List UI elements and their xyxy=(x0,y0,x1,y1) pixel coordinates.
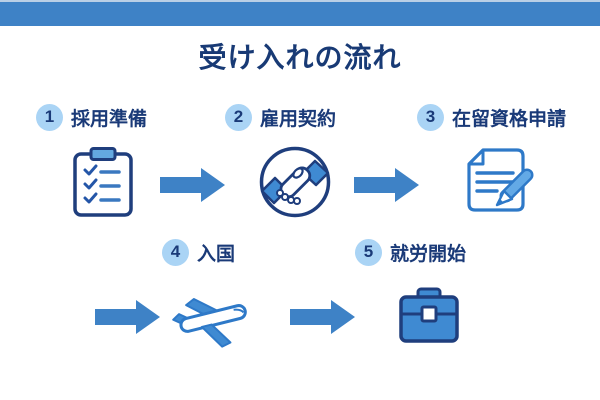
step-2-label: 雇用契約 xyxy=(260,108,337,130)
flow-arrow-icon xyxy=(290,298,356,336)
step-4-label: 入国 xyxy=(197,243,236,265)
step-2-header: 2 雇用契約 xyxy=(225,103,336,131)
step-3-label: 在留資格申請 xyxy=(452,108,567,130)
step-4-header: 4 入国 xyxy=(162,238,235,266)
step-4-number-badge: 4 xyxy=(162,238,189,266)
bottom-accent-bar xyxy=(0,0,600,26)
clipboard-checklist-icon xyxy=(72,146,134,218)
step-5-label: 就労開始 xyxy=(390,243,467,265)
flow-arrow-icon xyxy=(160,166,226,204)
flow-arrow-icon xyxy=(354,166,420,204)
step-5-number-badge: 5 xyxy=(355,238,382,266)
step-5-header: 5 就労開始 xyxy=(355,238,466,266)
step-3-number-badge: 3 xyxy=(417,103,444,131)
step-1-number-badge: 1 xyxy=(36,103,63,131)
step-1-header: 1 採用準備 xyxy=(36,103,147,131)
handshake-icon xyxy=(254,144,336,220)
step-3-header: 3 在留資格申請 xyxy=(417,103,566,131)
step-2-number-badge: 2 xyxy=(225,103,252,131)
page-title: 受け入れの流れ xyxy=(198,42,402,73)
briefcase-icon xyxy=(398,286,460,346)
airplane-icon xyxy=(172,282,254,354)
document-pencil-icon xyxy=(455,146,541,216)
step-1-label: 採用準備 xyxy=(71,108,148,130)
flow-arrow-icon xyxy=(95,298,161,336)
